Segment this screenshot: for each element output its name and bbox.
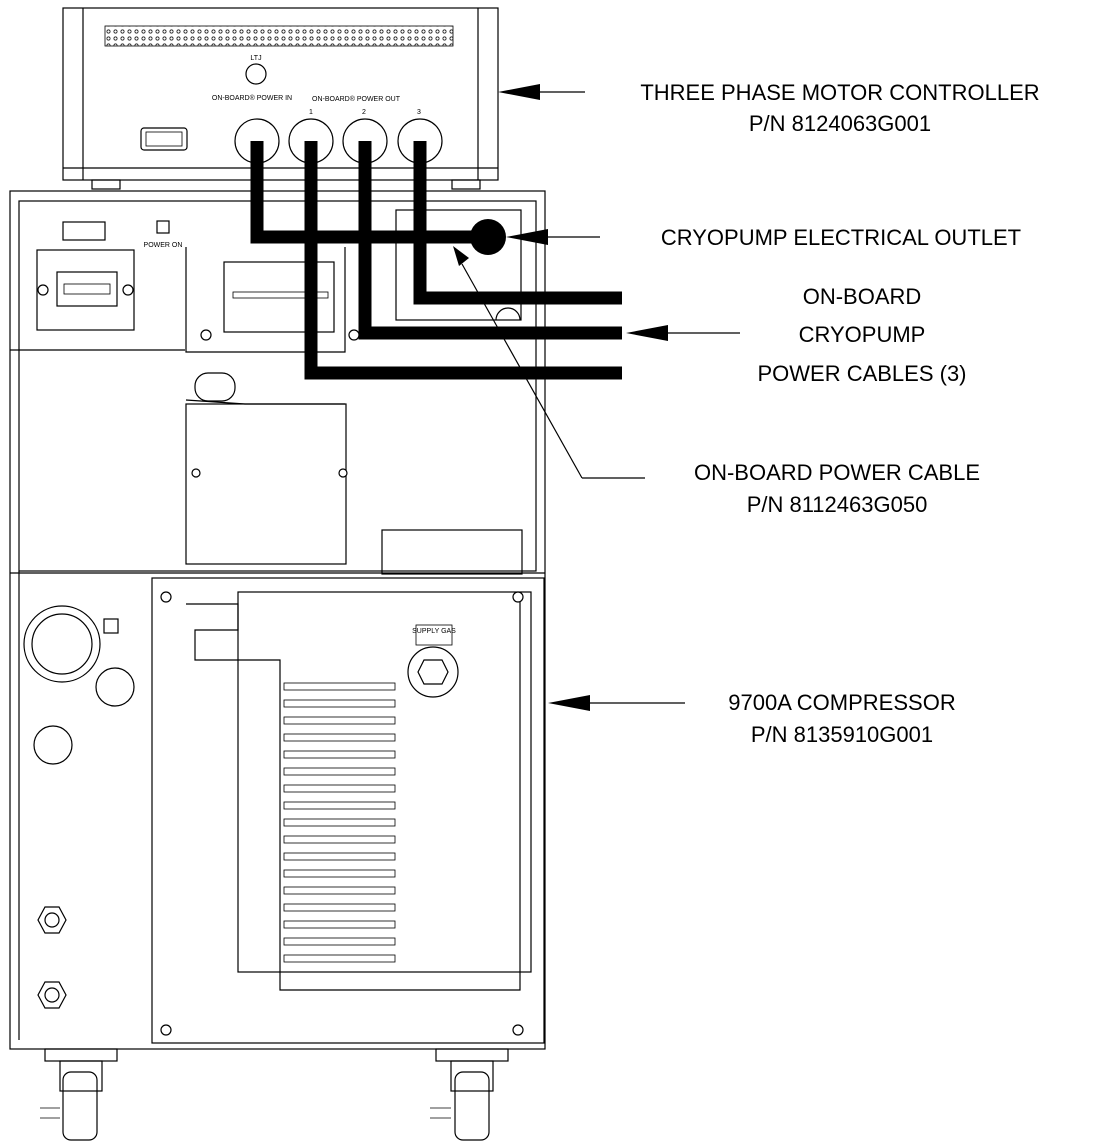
compressor: POWER ON bbox=[9, 190, 546, 1141]
motor-controller-callout-title: THREE PHASE MOTOR CONTROLLER bbox=[640, 80, 1039, 105]
controller-switch[interactable] bbox=[140, 127, 188, 151]
port-2-label: 2 bbox=[362, 109, 366, 116]
port-1-label: 1 bbox=[309, 109, 313, 116]
power-on-switch[interactable] bbox=[156, 220, 170, 234]
motor-controller: LTJ ON-BOARD® POWER IN ON-BOARD® POWER O… bbox=[62, 7, 499, 190]
compressor-callout-title: 9700A COMPRESSOR bbox=[728, 690, 955, 715]
power-in-label: ON-BOARD® POWER IN bbox=[212, 94, 292, 102]
compressor-callout-pn: P/N 8135910G001 bbox=[751, 722, 933, 747]
on-board-power-cable bbox=[250, 141, 488, 244]
callouts: THREE PHASE MOTOR CONTROLLER P/N 8124063… bbox=[640, 80, 1039, 747]
caster-right bbox=[430, 1048, 509, 1141]
lt-indicator bbox=[245, 63, 267, 85]
fitting-upper bbox=[37, 906, 67, 934]
compressor-louvers bbox=[283, 682, 396, 963]
cryopump-cables-callout-line2: CRYOPUMP bbox=[799, 322, 926, 347]
electrical-outlet-callout: CRYOPUMP ELECTRICAL OUTLET bbox=[661, 225, 1021, 250]
fitting-lower bbox=[37, 981, 67, 1009]
cryopump-cables-callout-line3: POWER CABLES (3) bbox=[757, 361, 966, 386]
cryopump-power-cable-1 bbox=[304, 141, 622, 380]
lt-label: LTJ bbox=[250, 55, 261, 62]
supply-gas-port[interactable] bbox=[407, 646, 459, 698]
motor-controller-callout-pn: P/N 8124063G001 bbox=[749, 111, 931, 136]
caster-left bbox=[40, 1048, 118, 1141]
power-cables bbox=[250, 141, 622, 380]
controller-vent-grille bbox=[104, 25, 454, 47]
port-3-label: 3 bbox=[417, 109, 421, 116]
power-cable-callout-title: ON-BOARD POWER CABLE bbox=[694, 460, 980, 485]
main-circuit-breaker[interactable] bbox=[23, 605, 101, 683]
cryopump-power-cable-2 bbox=[358, 141, 622, 340]
power-on-label: POWER ON bbox=[144, 242, 183, 249]
power-out-label: ON-BOARD® POWER OUT bbox=[312, 95, 401, 103]
supply-gas-label: SUPPLY GAS bbox=[412, 628, 456, 635]
power-cable-callout-pn: P/N 8112463G050 bbox=[747, 492, 928, 517]
leader-lines bbox=[453, 84, 740, 711]
cryopump-power-cable-3 bbox=[413, 141, 622, 305]
cryopump-cables-callout-line1: ON-BOARD bbox=[803, 284, 922, 309]
cryopump-electrical-outlet[interactable] bbox=[470, 219, 506, 255]
